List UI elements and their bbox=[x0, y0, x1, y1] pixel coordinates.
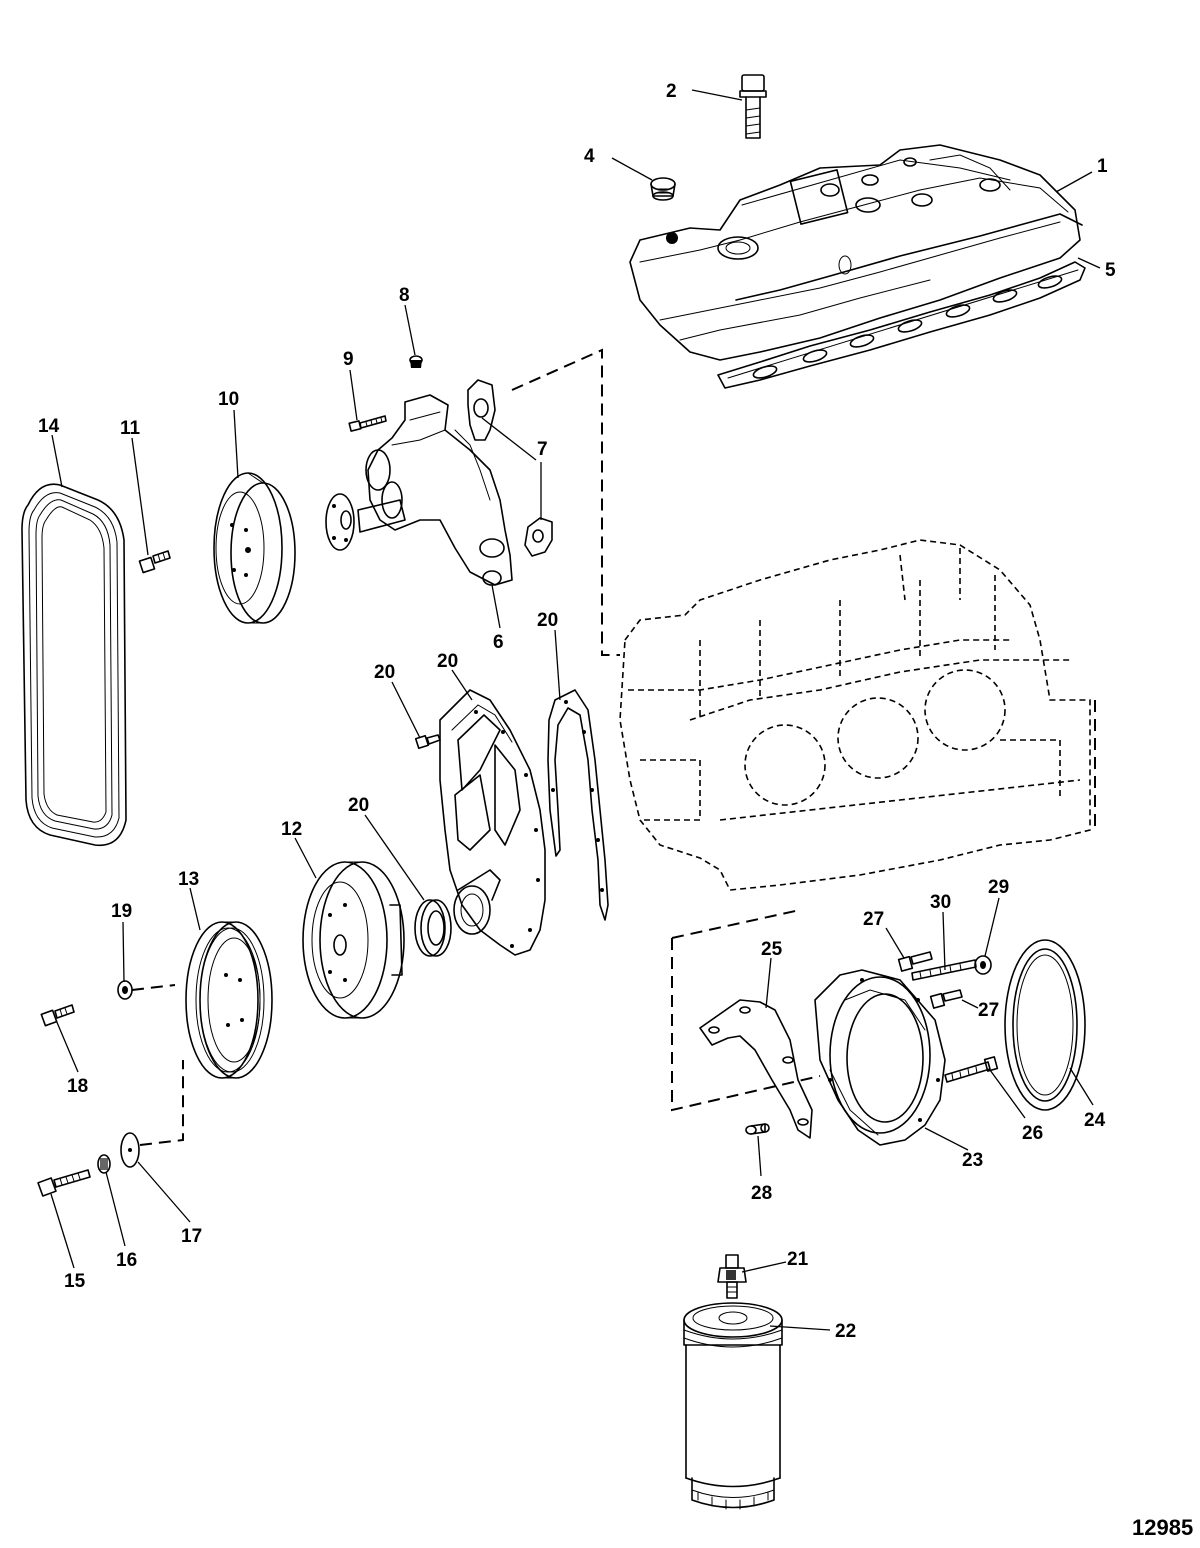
water-pump bbox=[325, 394, 513, 586]
retainer-stud bbox=[911, 959, 977, 981]
callout-25: 25 bbox=[761, 939, 783, 960]
callout-14: 14 bbox=[38, 416, 60, 437]
retainer-bolt-upper bbox=[897, 951, 933, 972]
dowel-pin bbox=[745, 1123, 770, 1135]
intake-manifold bbox=[629, 144, 1081, 361]
callout-20-gasket: 20 bbox=[537, 610, 558, 631]
intake-manifold-gasket bbox=[717, 213, 1086, 389]
water-pump-gasket-lower bbox=[524, 517, 553, 557]
drive-belt bbox=[21, 483, 127, 847]
callout-4: 4 bbox=[584, 146, 595, 167]
water-pump-plug bbox=[409, 355, 423, 368]
retainer-bolt-middle bbox=[929, 989, 963, 1009]
callout-23: 23 bbox=[962, 1150, 983, 1171]
callout-11: 11 bbox=[120, 418, 141, 439]
timing-cover-gasket bbox=[547, 689, 609, 921]
callout-9: 9 bbox=[343, 349, 354, 370]
callout-2: 2 bbox=[666, 81, 677, 102]
leader-lines bbox=[50, 89, 1101, 1331]
crankshaft-pulley bbox=[185, 921, 273, 1079]
callout-1: 1 bbox=[1097, 156, 1108, 177]
rear-main-seal bbox=[1004, 939, 1086, 1111]
callout-20-seal: 20 bbox=[348, 795, 369, 816]
callout-5: 5 bbox=[1105, 260, 1116, 281]
plug-fitting bbox=[650, 177, 676, 201]
callout-27-lower: 27 bbox=[978, 1000, 999, 1021]
water-pump-pulley bbox=[213, 472, 296, 624]
callout-20-bolt: 20 bbox=[374, 662, 395, 683]
callout-13: 13 bbox=[178, 869, 199, 890]
rear-seal-retainer bbox=[814, 969, 946, 1146]
callout-6: 6 bbox=[493, 632, 504, 653]
water-pump-gasket-upper bbox=[467, 379, 496, 441]
callout-12: 12 bbox=[281, 819, 302, 840]
alignment-line-washer bbox=[131, 984, 176, 991]
seal-retainer-gasket bbox=[699, 999, 813, 1139]
callout-30: 30 bbox=[930, 892, 951, 913]
callout-22: 22 bbox=[835, 1321, 856, 1342]
crankshaft-bolt-short bbox=[40, 1004, 75, 1027]
retainer-bolt-long bbox=[944, 1056, 999, 1083]
callout-18: 18 bbox=[67, 1076, 88, 1097]
retainer-nut bbox=[974, 955, 992, 975]
callout-21: 21 bbox=[787, 1249, 809, 1270]
callout-labels: 1 2 4 5 8 9 10 11 14 7 7 6 20 20 20 20 1… bbox=[38, 81, 1193, 1540]
oil-filter-adapter bbox=[717, 1254, 747, 1299]
callout-19: 19 bbox=[111, 901, 132, 922]
callout-15: 15 bbox=[64, 1271, 86, 1292]
lock-washer bbox=[97, 1154, 111, 1174]
callout-16: 16 bbox=[116, 1250, 137, 1271]
callout-29: 29 bbox=[988, 877, 1009, 898]
flat-washer bbox=[120, 1132, 140, 1168]
alignment-line-water-pump bbox=[511, 348, 620, 656]
callout-24: 24 bbox=[1084, 1110, 1106, 1131]
pulley-bolt bbox=[138, 550, 171, 574]
alignment-line-crank-bolt bbox=[139, 1060, 184, 1146]
callout-28: 28 bbox=[751, 1183, 772, 1204]
callout-17: 17 bbox=[181, 1226, 202, 1247]
harmonic-balancer bbox=[302, 861, 405, 1019]
timing-cover-seal bbox=[414, 899, 452, 957]
callout-7-upper: 7 bbox=[537, 439, 548, 460]
engine-block-phantom bbox=[619, 539, 1091, 891]
figure-number: 12985 bbox=[1132, 1515, 1193, 1540]
callout-10: 10 bbox=[218, 389, 239, 410]
callout-8: 8 bbox=[399, 285, 410, 306]
callout-26: 26 bbox=[1022, 1123, 1043, 1144]
callout-20-cover: 20 bbox=[437, 651, 458, 672]
pulley-washer bbox=[117, 980, 133, 1000]
manifold-bolt bbox=[739, 74, 767, 139]
oil-filter bbox=[683, 1302, 783, 1510]
alignment-line-rear-seal bbox=[671, 700, 1096, 1112]
crankshaft-bolt-long bbox=[37, 1169, 91, 1197]
water-pump-bolt bbox=[348, 415, 387, 432]
timing-cover bbox=[439, 689, 546, 956]
callout-27-upper: 27 bbox=[863, 909, 884, 930]
